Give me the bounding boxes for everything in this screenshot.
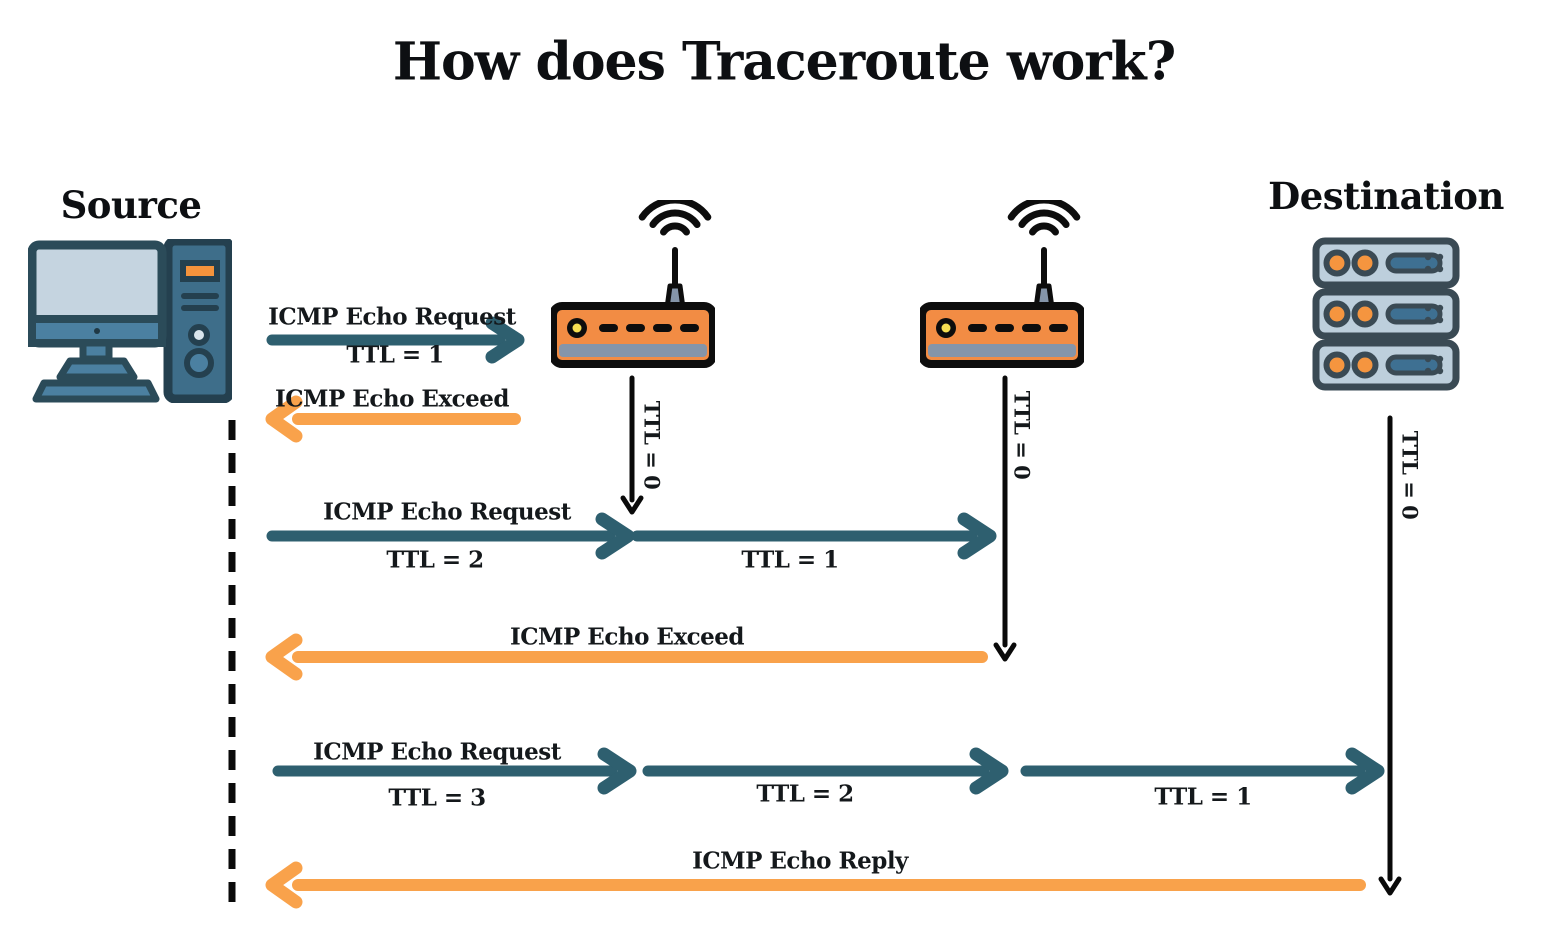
- wifi-waves-icon: [638, 200, 712, 236]
- router-body: [551, 302, 715, 368]
- echo-request-label-1: ICMP Echo Request: [268, 303, 516, 331]
- echo-exceed-arrow-1: [265, 395, 521, 443]
- router-body: [920, 302, 1084, 368]
- echo-request-arrow-ttl3-hop1: [272, 747, 637, 795]
- server-rack-icon: [1312, 237, 1460, 391]
- source-label: Source: [60, 183, 202, 227]
- computer-keyboard: [32, 379, 160, 403]
- echo-request-arrow-ttl3-hop2: [642, 747, 1009, 795]
- echo-exceed-label-1: ICMP Echo Exceed: [274, 385, 510, 413]
- ttl-label-2-hop2: TTL = 1: [741, 546, 839, 574]
- echo-exceed-label-2: ICMP Echo Exceed: [509, 623, 745, 651]
- echo-request-label-2: ICMP Echo Request: [323, 498, 571, 526]
- computer-monitor: [28, 240, 167, 381]
- ttl-label-1-hop1: TTL = 1: [346, 341, 444, 369]
- ttl-label-2-hop1: TTL = 2: [386, 546, 484, 574]
- ttl-label-3-hop1: TTL = 3: [388, 784, 486, 812]
- server-unit-2: [1312, 288, 1460, 340]
- echo-exceed-arrow-2: [265, 633, 988, 681]
- echo-request-label-3: ICMP Echo Request: [313, 738, 561, 766]
- echo-request-arrow-ttl2-hop2: [631, 512, 997, 560]
- computer-tower: [163, 239, 232, 403]
- echo-request-arrow-ttl1: [266, 316, 525, 364]
- wifi-router-2-icon: [920, 200, 1084, 368]
- tower-drive-slot: [180, 260, 220, 282]
- ttl-label-3-hop3: TTL = 1: [1154, 783, 1252, 811]
- wifi-router-1-icon: [551, 200, 715, 368]
- server-unit-1: [1312, 237, 1460, 289]
- ttl-zero-label-router-2: TTL = 0: [1009, 390, 1035, 480]
- echo-reply-arrow: [265, 861, 1366, 909]
- echo-request-arrow-ttl2-hop1: [266, 512, 635, 560]
- echo-reply-label: ICMP Echo Reply: [692, 847, 908, 875]
- ttl-zero-label-router-1: TTL = 0: [639, 400, 665, 490]
- destination-label: Destination: [1268, 174, 1504, 218]
- echo-request-arrow-ttl3-hop3: [1020, 747, 1385, 795]
- wifi-waves-icon: [1007, 200, 1081, 236]
- ttl-zero-label-destination: TTL = 0: [1397, 430, 1423, 520]
- server-unit-3: [1312, 339, 1460, 391]
- desktop-computer-icon: [28, 239, 232, 403]
- page-title: How does Traceroute work?: [392, 31, 1176, 93]
- ttl-expire-arrow-destination: [1378, 415, 1402, 896]
- ttl-expire-arrow-router-2: [993, 375, 1017, 662]
- ttl-expire-arrow-router-1: [620, 375, 644, 515]
- ttl-label-3-hop2: TTL = 2: [756, 780, 854, 808]
